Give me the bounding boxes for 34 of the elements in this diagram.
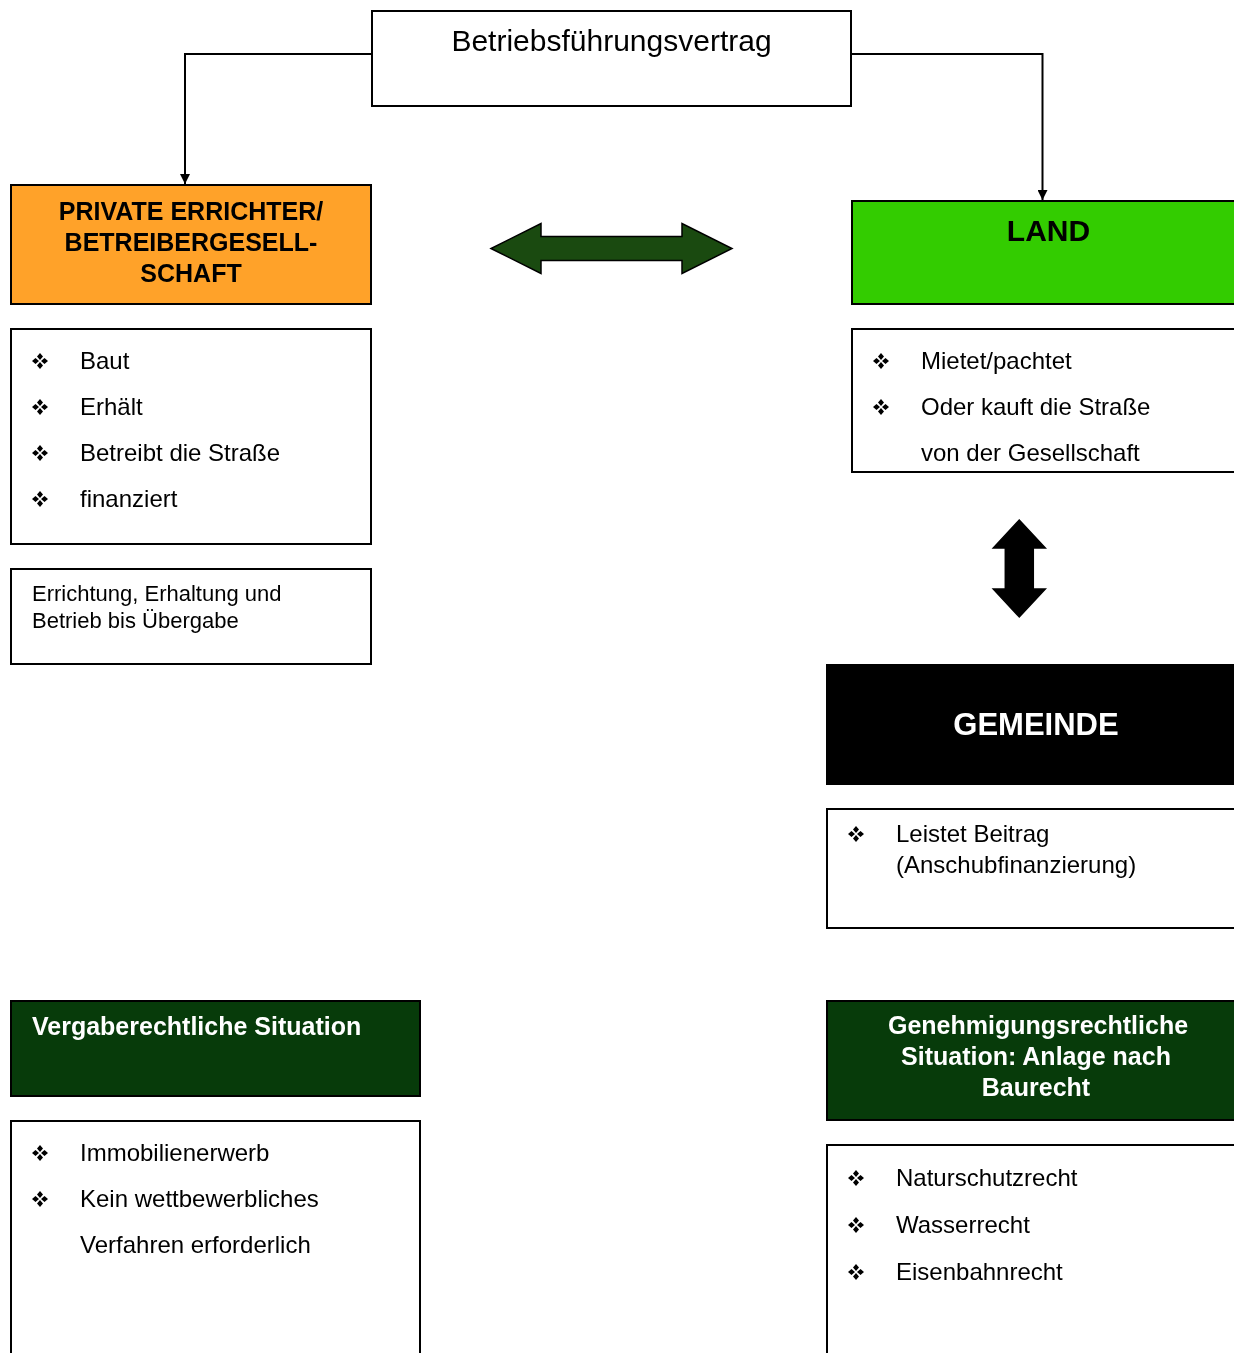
note-box — [10, 568, 372, 665]
list-item: Kein wettbewerbliches Verfahren erforderlich — [80, 1184, 320, 1260]
list-box — [10, 1120, 421, 1353]
header-text: LAND — [1005, 214, 1092, 248]
list-item: Eisenbahnrecht — [896, 1257, 1063, 1287]
party-header — [826, 664, 1234, 785]
list-item: Oder kauft die Straße von der Gesellschaft — [921, 392, 1152, 468]
header-text: GEMEINDE — [953, 706, 1119, 743]
arrow — [180, 53, 372, 185]
list-item: Wasserrecht — [896, 1210, 1030, 1240]
party-header — [10, 184, 372, 305]
list-item: Erhält — [80, 392, 143, 422]
note-text: Errichtung, Erhaltung und Betrieb bis Übergabe — [32, 580, 283, 634]
list-box — [826, 808, 1234, 929]
list-item: Naturschutzrecht — [896, 1163, 1078, 1193]
header-text: Vergaberechtliche Situation — [32, 1012, 363, 1041]
list-box — [10, 328, 372, 545]
list-box — [851, 328, 1234, 473]
header-text: PRIVATE ERRICHTER/ BETREIBERGESELL- SCHAFT — [57, 196, 325, 289]
double-arrow — [489, 222, 734, 275]
arrow — [851, 53, 1048, 201]
list-item: Immobilienerwerb — [80, 1138, 270, 1168]
list-item: finanziert — [80, 484, 178, 514]
contract-box — [371, 10, 852, 107]
list-box — [826, 1144, 1234, 1353]
section-header — [10, 1000, 421, 1097]
list-item: Mietet/pachtet — [921, 346, 1072, 376]
list-item: Leistet Beitrag (Anschubfinanzierung) — [896, 819, 1138, 880]
list-item: Betreibt die Straße — [80, 438, 281, 468]
double-arrow — [991, 518, 1047, 619]
section-header — [826, 1000, 1234, 1121]
list-item: Baut — [80, 346, 130, 376]
party-header — [851, 200, 1234, 305]
box-title: Betriebsführungsvertrag — [450, 24, 773, 58]
